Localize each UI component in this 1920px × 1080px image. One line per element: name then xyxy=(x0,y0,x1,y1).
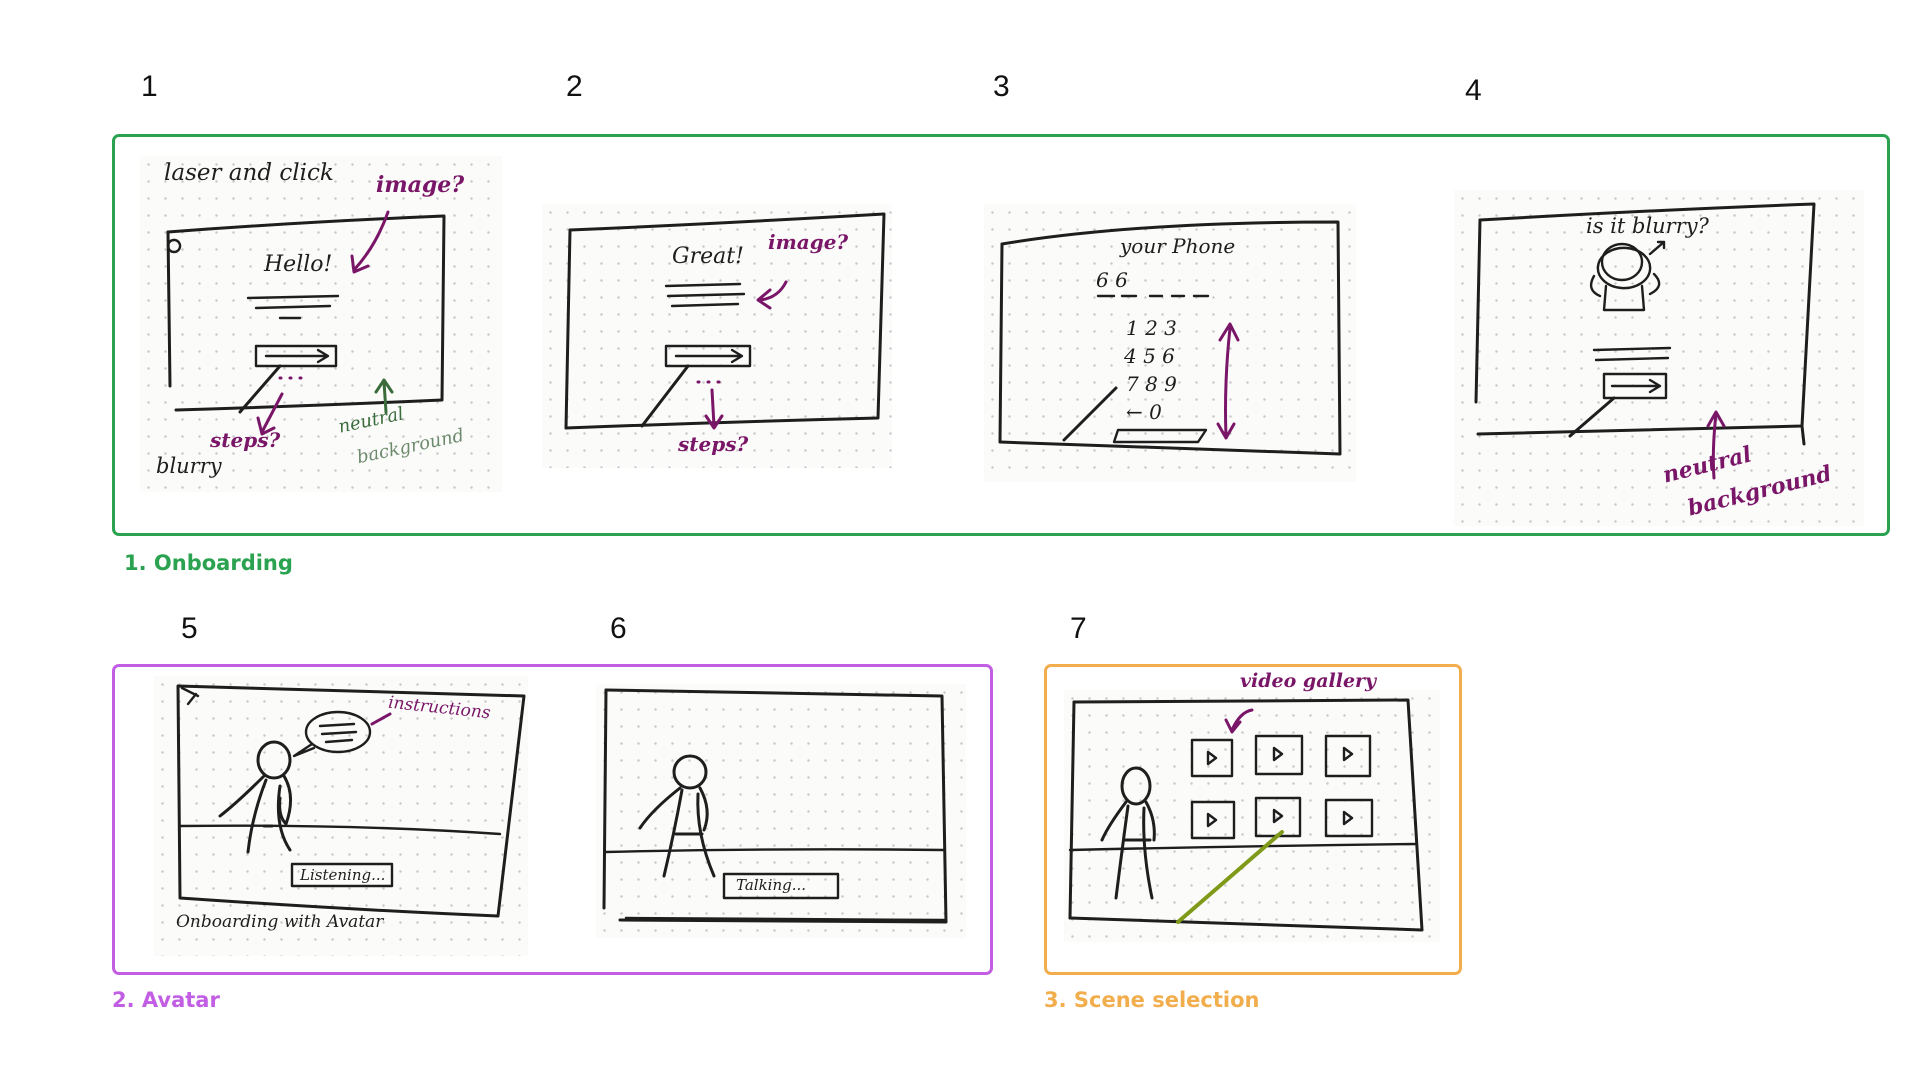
sketch-6-button-text: Talking... xyxy=(736,876,807,894)
frame-number-5: 5 xyxy=(181,612,198,645)
sketch-3-drawing xyxy=(998,220,1342,456)
sketch-3-keypad-row-2: 4 5 6 xyxy=(1124,344,1175,368)
sketch-1-drawing xyxy=(166,210,446,436)
sketch-1-note-blurry: blurry xyxy=(156,454,222,478)
frame-number-4: 4 xyxy=(1465,74,1482,107)
frame-number-7: 7 xyxy=(1070,612,1087,645)
sketch-6-drawing xyxy=(602,688,948,924)
sketch-1-heading: laser and click xyxy=(164,160,334,186)
sketch-frame-2: Great! image? steps? xyxy=(542,204,892,468)
sketch-2-screen-text: Great! xyxy=(672,244,744,269)
sketch-2-note-steps: steps? xyxy=(678,432,749,456)
sketch-4-screen-text: is it blurry? xyxy=(1586,214,1709,238)
sketch-2-note-image: image? xyxy=(768,230,849,254)
group-scene-label: 3. Scene selection xyxy=(1044,988,1260,1012)
sketch-3-screen-text: your Phone xyxy=(1120,234,1236,258)
sketch-frame-5: instructions Listening... Onboarding wit… xyxy=(154,676,528,956)
sketch-frame-7: video gallery xyxy=(1064,670,1440,942)
sketch-5-button-text: Listening... xyxy=(300,866,386,884)
sketch-frame-1: laser and click image? Hello! steps? neu… xyxy=(140,156,502,492)
sketch-1-note-steps: steps? xyxy=(210,428,281,452)
sketch-3-keypad-row-3: 7 8 9 xyxy=(1126,372,1177,396)
sketch-1-screen-text: Hello! xyxy=(264,252,333,277)
group-avatar-label: 2. Avatar xyxy=(112,988,220,1012)
sketch-2-drawing xyxy=(564,212,886,430)
frame-number-3: 3 xyxy=(993,70,1010,103)
group-avatar-box xyxy=(112,664,993,975)
group-onboarding-label: 1. Onboarding xyxy=(124,551,293,575)
frame-number-2: 2 xyxy=(566,70,583,103)
group-onboarding-box xyxy=(112,134,1890,536)
sketch-3-keypad-row-1: 1 2 3 xyxy=(1126,316,1177,340)
sketch-3-entered: 6 6 xyxy=(1096,268,1128,292)
sketch-7-drawing xyxy=(1068,698,1424,932)
sketch-4-drawing xyxy=(1474,202,1816,480)
sketch-frame-4: is it blurry? neutral background xyxy=(1454,190,1864,526)
sketch-3-keypad-row-4: ← 0 xyxy=(1126,400,1162,424)
sketch-frame-3: your Phone 6 6 1 2 3 4 5 6 7 8 9 ← 0 xyxy=(984,204,1356,482)
sketch-7-note-gallery: video gallery xyxy=(1240,670,1377,692)
group-scene-box xyxy=(1044,664,1462,975)
sketch-5-drawing xyxy=(176,684,526,918)
sketch-1-note-image: image? xyxy=(376,172,465,198)
frame-number-6: 6 xyxy=(610,612,627,645)
sketch-frame-6: Talking... xyxy=(596,684,966,938)
frame-number-1: 1 xyxy=(141,70,158,103)
sketch-5-caption: Onboarding with Avatar xyxy=(176,912,384,932)
